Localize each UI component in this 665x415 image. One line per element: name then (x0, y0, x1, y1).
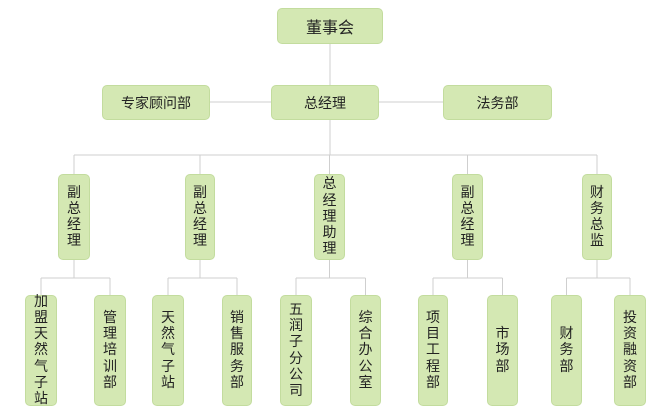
node-dept-3b: 综合办公室 (350, 295, 381, 406)
node-manager-3-label: 总经理助理 (322, 176, 337, 258)
node-dept-2a: 天然气子站 (152, 295, 184, 406)
node-dept-4b: 市场部 (487, 295, 518, 406)
node-left-dept: 专家顾问部 (102, 85, 210, 120)
node-dept-3a-label: 五润子分公司 (289, 301, 303, 399)
node-manager-5-label: 财务总监 (590, 184, 604, 250)
node-ceo-label: 总经理 (304, 95, 346, 112)
node-manager-3: 总经理助理 (314, 174, 345, 260)
node-manager-5: 财务总监 (582, 174, 612, 260)
node-dept-5a-label: 财务部 (559, 326, 574, 375)
node-dept-1a-label: 加盟天然气子站 (34, 293, 48, 408)
node-dept-2a-label: 天然气子站 (161, 309, 175, 391)
node-manager-2-label: 副总经理 (193, 184, 207, 250)
node-dept-1b: 管理培训部 (94, 295, 126, 406)
node-dept-3b-label: 综合办公室 (358, 309, 373, 391)
node-dept-2b-label: 销售服务部 (230, 309, 244, 391)
node-right-dept-label: 法务部 (476, 95, 519, 112)
node-manager-1-label: 副总经理 (67, 184, 81, 250)
node-ceo: 总经理 (271, 85, 379, 120)
node-right-dept: 法务部 (443, 85, 552, 120)
node-manager-4: 副总经理 (452, 174, 483, 260)
node-manager-4-label: 副总经理 (460, 184, 475, 250)
node-board: 董事会 (277, 8, 383, 44)
node-left-dept-label: 专家顾问部 (121, 95, 191, 112)
node-manager-2: 副总经理 (185, 174, 215, 260)
node-manager-1: 副总经理 (58, 174, 90, 260)
node-dept-5b: 投资融资部 (614, 295, 646, 406)
node-dept-1b-label: 管理培训部 (103, 309, 117, 391)
node-dept-2b: 销售服务部 (222, 295, 252, 406)
node-dept-5b-label: 投资融资部 (623, 309, 637, 391)
node-dept-4a: 项目工程部 (418, 295, 448, 406)
node-board-label: 董事会 (305, 18, 354, 37)
node-dept-1a: 加盟天然气子站 (25, 293, 57, 408)
node-dept-5a: 财务部 (551, 295, 582, 406)
node-dept-4a-label: 项目工程部 (426, 309, 440, 391)
node-dept-4b-label: 市场部 (495, 326, 510, 375)
node-dept-3a: 五润子分公司 (280, 295, 312, 406)
